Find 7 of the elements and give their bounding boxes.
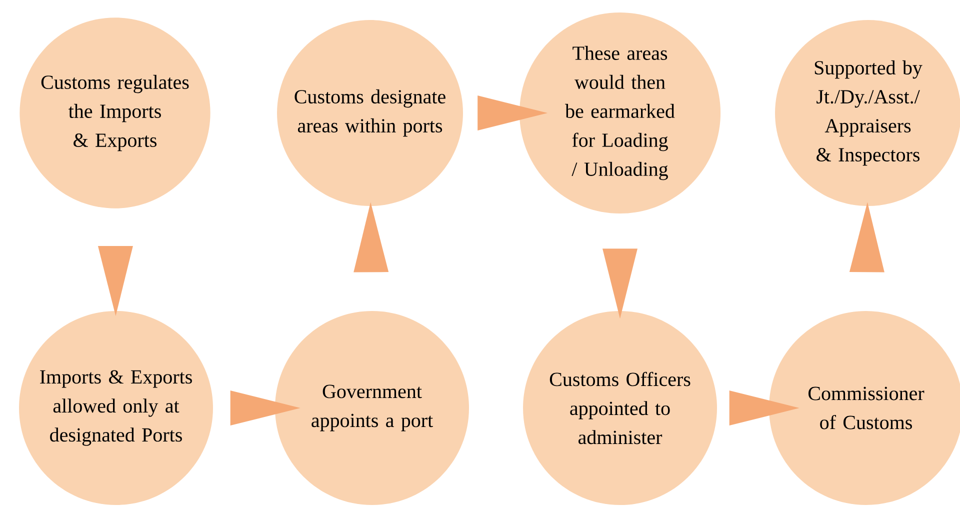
arrow-triangle bbox=[602, 248, 638, 319]
arrow-triangle bbox=[729, 390, 800, 426]
arrow-triangle bbox=[98, 246, 133, 316]
arrow-triangle bbox=[478, 96, 548, 130]
arrow-triangle bbox=[354, 202, 389, 272]
arrow-triangle bbox=[230, 390, 300, 426]
arrow-triangle bbox=[849, 202, 884, 272]
